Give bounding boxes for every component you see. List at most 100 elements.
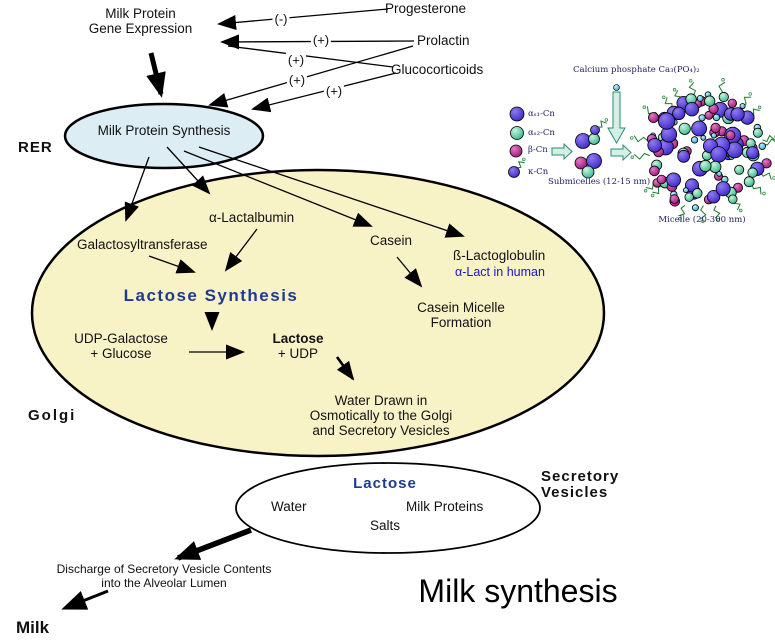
hair-tip-dot (629, 136, 634, 140)
water-drawn-label: Water Drawn in Osmotically to the Golgi … (290, 393, 472, 438)
micelle-casein-circle (718, 91, 729, 103)
golgi-ellipse (30, 168, 606, 458)
micelle-casein-circle (734, 164, 745, 175)
hair-tip-dot (650, 193, 655, 198)
micelle-casein-circle (691, 204, 699, 212)
secretory-line2: Vesicles (541, 484, 609, 501)
micelle-casein-circle (761, 158, 772, 169)
sign-positive-1: (+) (310, 32, 332, 48)
arrow-to-galactosyltransferase (124, 156, 150, 222)
sign-positive-4: (+) (323, 83, 345, 99)
micelle-casein-circle (704, 110, 714, 120)
hair-tip-dot (630, 155, 634, 159)
hair-tip-dot (748, 92, 752, 96)
micelle-hair (652, 185, 663, 195)
hair-tip-dot (643, 189, 648, 193)
micelle-casein-circle (647, 138, 662, 153)
sign-negative: (-) (272, 11, 290, 27)
udp-galactose-line2: + Glucose (90, 346, 152, 361)
casein-micelle-line1: Casein Micelle (417, 300, 505, 315)
hair-tip-dot (662, 95, 666, 100)
arrow-progesterone-inhibits (217, 8, 389, 30)
micelle-casein-circle (727, 98, 738, 109)
water-drawn-line1: Water Drawn in (334, 393, 428, 408)
secretory-vesicle-ellipse (235, 462, 541, 554)
arrow-gene-expression-to-synthesis (146, 52, 166, 98)
glucocorticoids-label: Glucocorticoids (391, 62, 484, 77)
alpha-lact-human-note: α-Lact in human (455, 265, 545, 279)
sign-positive-2: (+) (285, 52, 307, 68)
micelle-casein-circle (666, 172, 681, 188)
galactosyltransferase-label: Galactosyltransferase (77, 237, 208, 252)
beta-lactoglobulin-label: ß-Lactoglobulin (453, 248, 546, 263)
arrow-to-alpha-lactalbumin (166, 146, 211, 195)
hair-tip-dot (701, 219, 705, 223)
legend-alpha-s1-label: αₛ₁-Cn (528, 109, 555, 119)
hair-tip-dot (738, 208, 743, 213)
legend-kappa-hair (516, 157, 526, 169)
micelle-casein-circle (677, 149, 691, 163)
milk-label: Milk (16, 618, 50, 637)
micelle-caption: Micelle (20-300 nm) (658, 215, 746, 225)
gene-expression-label: Milk Protein Gene Expression (58, 6, 223, 36)
discharge-line2: into the Alveolar Lumen (101, 576, 227, 590)
micelle-casein-circle (710, 146, 727, 163)
gene-expression-line2: Gene Expression (88, 21, 193, 36)
udp-galactose-label: UDP-Galactose + Glucose (50, 331, 192, 361)
micelle-casein-circle (683, 187, 689, 194)
legend-beta-label: β-Cn (528, 145, 548, 155)
micelle-casein-circle (657, 112, 676, 130)
arrow-vesicle-discharge (174, 527, 252, 561)
sign-positive-3: (+) (286, 72, 308, 88)
micelle-casein-circle (696, 95, 704, 102)
micelle-casein-circle (725, 130, 736, 141)
micelle-casein-circle (656, 174, 667, 185)
hair-tip-dot (721, 77, 725, 82)
submicelle-circle (588, 133, 600, 145)
submicelle-clusters (574, 118, 609, 179)
plus-udp-line: + UDP (277, 346, 319, 361)
micelle-casein-circle (706, 189, 721, 204)
micelle-casein-circle (728, 194, 738, 204)
lactose-synthesis-label: Lactose Synthesis (123, 286, 299, 305)
micelle-casein-circle (672, 106, 686, 121)
micelle-casein-circle (730, 107, 745, 122)
secretory-vesicles-label: Secretory Vesicles (541, 469, 619, 501)
arrow-lactalbumin-to-lactose-synthesis (224, 228, 258, 272)
micelle-casein-circle (698, 114, 706, 122)
calcium-phosphate-label: Calcium phosphate Ca₃(PO₄)₂ (573, 65, 700, 75)
submicelle-to-micelle-arrow (610, 143, 632, 162)
micelle-casein-circle (691, 120, 707, 137)
micelle-casein-circle (649, 165, 660, 177)
legend-alpha-s2-circle (510, 126, 524, 140)
vesicle-milk-proteins-label: Milk Proteins (406, 499, 484, 514)
hair-tip-dot (762, 191, 766, 196)
legend-beta-circle (509, 144, 523, 158)
micelle-casein-circle (752, 127, 763, 138)
micelle-hair (762, 134, 775, 143)
legend-alpha-s1-circle (509, 106, 525, 122)
legend-alpha-s2-label: αₛ₂-Cn (528, 128, 555, 138)
micelle-casein-circle (690, 136, 699, 144)
golgi-label: Golgi (28, 407, 77, 424)
lactose-udp-label: Lactose + UDP (246, 331, 350, 361)
submicelles-caption: Submicelles (12-15 nm) (548, 177, 651, 187)
micelle-casein-circle (715, 181, 731, 197)
water-drawn-line2: Osmotically to the Golgi (309, 408, 453, 423)
alpha-lactalbumin-label: α-Lactalbumin (209, 210, 295, 225)
micelle-casein-circle (684, 192, 694, 202)
hair-tip-dot (672, 87, 677, 92)
micelle-casein-circle (704, 95, 716, 107)
vesicle-lactose-label: Lactose (353, 475, 417, 492)
casein-micelle-label: Casein Micelle Formation (390, 300, 532, 330)
micelle-hair (713, 205, 721, 219)
submicelle-circle (575, 133, 591, 149)
submicelle-circle (590, 125, 600, 135)
hair-tip-dot (678, 217, 682, 221)
micelle-casein-circle (743, 176, 755, 188)
micelle-casein-circle (739, 103, 746, 110)
milk-protein-synthesis-label: Milk Protein Synthesis (97, 123, 231, 138)
micelle-inset-graphic (508, 77, 775, 223)
secretory-line1: Secretory (541, 468, 620, 485)
arrow-lactose-to-water (335, 356, 355, 381)
